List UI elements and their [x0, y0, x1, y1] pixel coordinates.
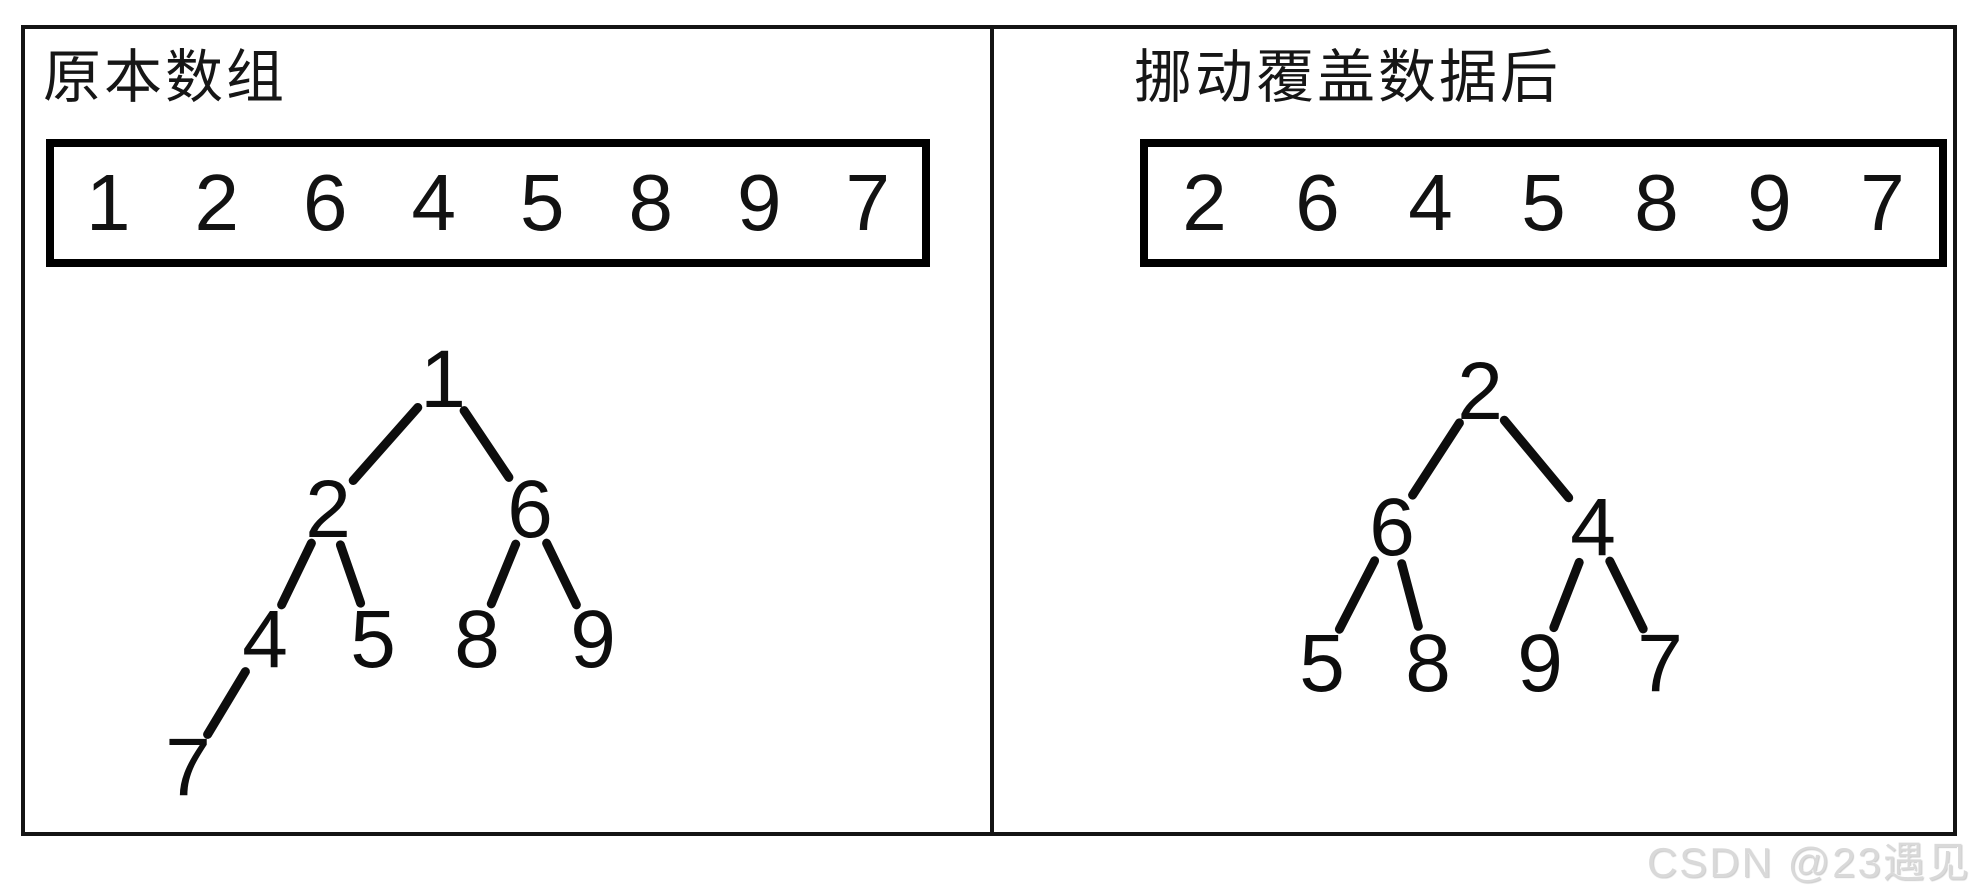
tree-node: 5: [350, 594, 396, 685]
tree-node: 8: [454, 594, 500, 685]
tree-edge: [1499, 415, 1574, 503]
array-value: 4: [411, 158, 457, 247]
tree-edge: [459, 406, 514, 482]
panel-title-original: 原本数组: [43, 45, 288, 110]
array-value: 2: [194, 158, 240, 247]
array-value: 5: [1521, 158, 1566, 247]
panel-divider: [990, 29, 994, 832]
array-value: 7: [1860, 158, 1905, 247]
array-value: 8: [628, 158, 674, 247]
tree-edge: [542, 538, 581, 610]
tree-node: 7: [165, 722, 211, 809]
panel-title-after-move: 挪动覆盖数据后: [1134, 45, 1562, 110]
array-value: 7: [845, 158, 891, 247]
array-value: 9: [737, 158, 782, 247]
tree-node: 4: [242, 594, 288, 685]
tree-edge: [203, 667, 250, 739]
tree-node: 9: [1517, 618, 1563, 709]
tree-node: 2: [1457, 346, 1503, 437]
tree-node: 2: [305, 464, 351, 555]
tree-edge: [1605, 556, 1648, 634]
array-value: 9: [1747, 158, 1792, 247]
csdn-watermark: CSDN @23遇见: [1646, 839, 1971, 886]
tree-node: 8: [1405, 618, 1451, 709]
tree-node: 9: [570, 594, 616, 685]
tree-node: 1: [420, 334, 466, 425]
tree-node: 7: [1637, 618, 1683, 709]
array-value: 2: [1182, 158, 1227, 247]
array-value: 5: [520, 158, 565, 247]
tree-node: 4: [1570, 482, 1616, 573]
tree-edge: [277, 538, 316, 610]
array-value: 6: [1295, 158, 1340, 247]
tree-edge: [1334, 556, 1380, 634]
tree-edge: [1397, 559, 1423, 631]
array-value: 8: [1634, 158, 1679, 247]
tree-edge: [1408, 418, 1464, 500]
tree-node: 6: [1369, 482, 1415, 573]
array-value: 1: [86, 158, 131, 247]
tree-edge: [335, 540, 366, 608]
array-value: 4: [1408, 158, 1453, 247]
tree-edge: [348, 403, 423, 485]
tree-edge: [1549, 557, 1584, 633]
tree-edge: [486, 539, 521, 609]
array-value: 6: [303, 158, 348, 247]
tree-node: 6: [507, 464, 553, 555]
tree-node: 5: [1299, 618, 1345, 709]
